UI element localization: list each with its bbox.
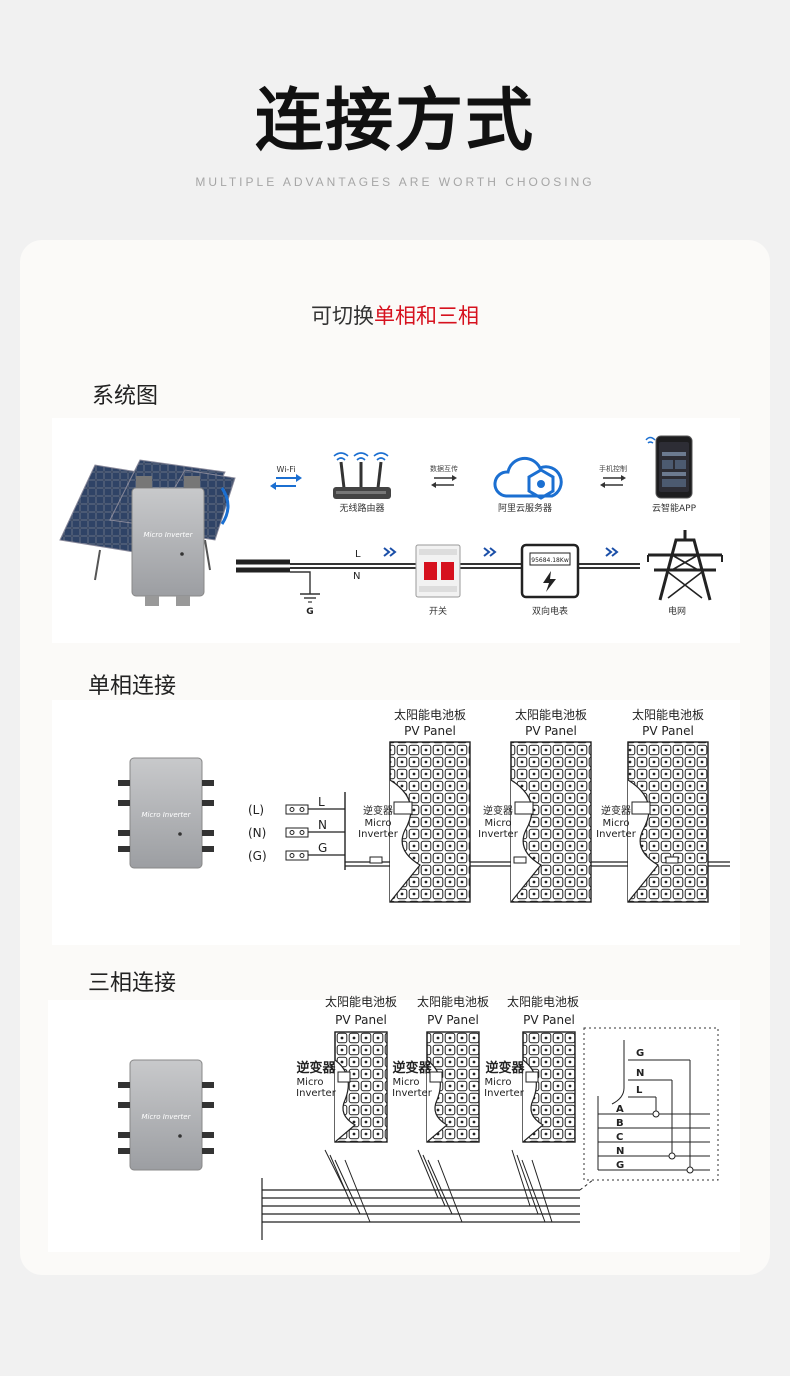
panel-en-label: PV Panel — [642, 724, 694, 738]
inverter-en-label-1: Micro — [365, 818, 392, 829]
grid-label: 电网 — [668, 605, 686, 617]
system-diagram-label: 系统图 — [92, 384, 159, 409]
switch-highlight: 单相和三相 — [374, 304, 479, 328]
three-phase-bus — [261, 1129, 641, 1240]
router-label: 无线路由器 — [339, 502, 384, 514]
panel-en-label: PV Panel — [427, 1013, 479, 1027]
three-micro-inverter-icon: Micro Inverter — [118, 1059, 214, 1171]
bidirectional-meter-icon: 95684.18Kw — [520, 543, 580, 599]
wifi-link: Wi-Fi — [270, 465, 302, 490]
inverter-en-label-2: Inverter — [392, 1088, 433, 1099]
panel-en-label: PV Panel — [525, 724, 577, 738]
inverter-cn-label: 逆变器 — [363, 804, 393, 817]
circuit-breaker-icon — [415, 544, 461, 598]
three-phase-detail-box: G N L A B C N G — [583, 1027, 719, 1181]
wifi-arrows-icon — [270, 474, 302, 490]
line-n-label: N — [353, 571, 360, 582]
inverter-badge: Micro Inverter — [142, 1113, 192, 1121]
three-pv-unit-1: 太阳能电池板 PV Panel 逆变器 Micro Inverter — [296, 994, 397, 1223]
terminal-g: (G) — [248, 849, 267, 863]
panel-cn-label: 太阳能电池板 — [507, 994, 579, 1009]
bus-n: N — [616, 1146, 624, 1157]
three-phase-label: 三相连接 — [88, 971, 177, 996]
inverter-en-label-2: Inverter — [296, 1088, 337, 1099]
switch-label: 开关 — [429, 605, 447, 617]
bus-b: B — [616, 1118, 624, 1129]
panel-cn-label: 太阳能电池板 — [515, 707, 587, 722]
bus-g: G — [616, 1160, 624, 1171]
inverter-cn-label: 逆变器 — [483, 804, 513, 817]
bus-c: C — [616, 1132, 623, 1143]
router-icon — [333, 452, 391, 499]
panel-en-label: PV Panel — [335, 1013, 387, 1027]
phone-control-label: 手机控制 — [599, 464, 627, 473]
panel-cn-label: 太阳能电池板 — [394, 707, 466, 722]
inverter-en-label-1: Micro — [393, 1077, 420, 1088]
inverter-cn-label: 逆变器 — [601, 804, 631, 817]
cloud-server-icon — [493, 456, 563, 500]
inverter-en-label-2: Inverter — [596, 829, 637, 840]
smartphone-icon — [645, 435, 693, 499]
wire-l: L — [318, 795, 325, 809]
phone-control-arrows-icon — [600, 475, 626, 488]
inverter-en-label-1: Micro — [485, 1077, 512, 1088]
terminal-n: (N) — [248, 826, 266, 840]
data-exchange-arrows-icon — [431, 475, 457, 488]
wifi-label: Wi-Fi — [276, 465, 295, 474]
wire-g: G — [318, 841, 327, 855]
bus-a: A — [616, 1104, 624, 1115]
wire-n: N — [318, 818, 327, 832]
flow-arrows-icon — [383, 547, 619, 557]
panel-en-label: PV Panel — [404, 724, 456, 738]
inverter-en-label-2: Inverter — [358, 829, 399, 840]
inverter-en-label-2: Inverter — [478, 829, 519, 840]
app-label: 云智能APP — [652, 502, 697, 514]
single-pv-unit-1: 太阳能电池板 PV Panel 逆变器 Micro Inverter — [358, 707, 471, 903]
page-title: 连接方式 — [254, 82, 535, 161]
top-wire-g: G — [636, 1048, 644, 1059]
inverter-badge: Micro Inverter — [142, 811, 192, 819]
inverter-cn-label: 逆变器 — [296, 1060, 336, 1076]
inverter-en-label-1: Micro — [485, 818, 512, 829]
panel-cn-label: 太阳能电池板 — [325, 994, 397, 1009]
single-micro-inverter-icon: Micro Inverter — [118, 757, 214, 869]
switch-prefix: 可切换 — [311, 304, 374, 328]
top-wire-l: L — [636, 1085, 643, 1096]
ground-label: G — [306, 607, 313, 617]
three-pv-unit-3: 太阳能电池板 PV Panel 逆变器 Micro Inverter — [484, 994, 579, 1223]
page-subtitle: MULTIPLE ADVANTAGES ARE WORTH CHOOSING — [195, 175, 595, 189]
line-l-label: L — [355, 549, 361, 560]
single-pv-unit-2: 太阳能电池板 PV Panel 逆变器 Micro Inverter — [478, 707, 592, 903]
meter-label: 双向电表 — [532, 605, 568, 617]
terminal-l: (L) — [248, 803, 264, 817]
panel-cn-label: 太阳能电池板 — [632, 707, 704, 722]
top-wire-n: N — [636, 1068, 644, 1079]
data-exchange-label: 数据互传 — [430, 464, 458, 473]
cloud-label: 阿里云服务器 — [498, 502, 552, 514]
inverter-badge: Micro Inverter — [144, 531, 194, 539]
ac-power-line — [236, 559, 640, 603]
single-phase-label: 单相连接 — [88, 674, 177, 699]
meter-reading: 95684.18Kw — [531, 557, 569, 564]
inverter-cn-label: 逆变器 — [485, 1060, 525, 1076]
inverter-en-label-2: Inverter — [484, 1088, 525, 1099]
switch-title: 可切换单相和三相 — [0, 300, 790, 330]
micro-inverter-icon: Micro Inverter — [131, 476, 205, 606]
panel-en-label: PV Panel — [523, 1013, 575, 1027]
inverter-en-label-1: Micro — [297, 1077, 324, 1088]
single-pv-unit-3: 太阳能电池板 PV Panel 逆变器 Micro Inverter — [596, 707, 709, 903]
power-grid-tower-icon — [647, 530, 723, 601]
inverter-en-label-1: Micro — [603, 818, 630, 829]
three-pv-unit-2: 太阳能电池板 PV Panel 逆变器 Micro Inverter — [392, 994, 489, 1223]
inverter-cn-label: 逆变器 — [392, 1060, 432, 1076]
panel-cn-label: 太阳能电池板 — [417, 994, 489, 1009]
